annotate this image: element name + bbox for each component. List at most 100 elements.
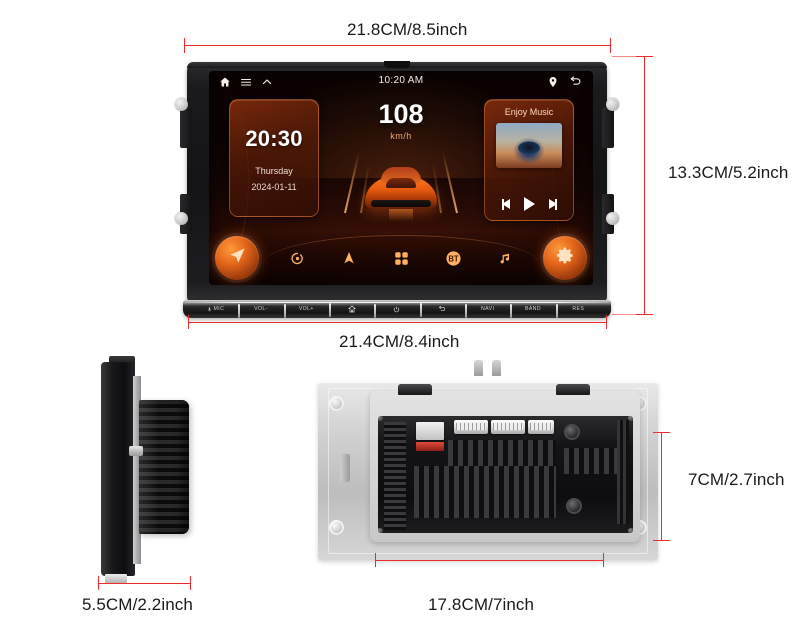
chassis-screw <box>378 416 383 421</box>
speed-value: 108 <box>378 99 424 129</box>
music-widget[interactable]: Enjoy Music <box>484 99 574 221</box>
rear-chassis <box>370 384 640 542</box>
settings-knob-button[interactable] <box>543 236 587 280</box>
music-note-icon[interactable] <box>495 248 515 268</box>
power-radio-icon[interactable] <box>287 248 307 268</box>
physical-button-mic[interactable]: MIC <box>193 306 238 312</box>
car-front-grille <box>370 200 432 207</box>
physical-button-band[interactable]: BAND <box>510 304 555 318</box>
dimension-label-rear-height: 7CM/2.7inch <box>688 470 785 489</box>
music-widget-title: Enjoy Music <box>504 107 554 117</box>
location-pin-icon[interactable] <box>547 75 559 93</box>
physical-button-vol-up[interactable]: VOL+ <box>283 304 329 318</box>
physical-button-vol-down[interactable]: VOL- <box>238 304 283 318</box>
dimension-tick <box>606 315 607 329</box>
dimension-tick <box>610 38 611 53</box>
dimension-tick <box>653 432 670 433</box>
navigation-arrow-icon <box>228 246 247 270</box>
dimension-label-rear-width: 17.8CM/7inch <box>428 595 535 614</box>
navigation-triangle-icon[interactable] <box>339 248 359 268</box>
previous-track-icon[interactable] <box>501 198 514 210</box>
touchscreen-display[interactable]: 10:20 AM 20:30 Thursday 2024-01-11 <box>209 71 593 285</box>
dimension-line-side-depth <box>98 583 190 584</box>
dimension-label-front-height: 13.3CM/5.2inch <box>668 163 789 182</box>
rca-jack <box>564 424 580 440</box>
antenna-clip <box>556 384 590 395</box>
speed-widget: 108 km/h <box>378 99 424 142</box>
navigation-knob-button[interactable] <box>215 236 259 280</box>
dimension-leader <box>612 56 640 57</box>
settings-gear-icon <box>556 246 575 270</box>
physical-button-strip: MIC VOL- VOL+ NAVI <box>183 300 611 318</box>
side-bottom-tab <box>105 574 127 583</box>
physical-button-res[interactable]: RES <box>555 304 601 318</box>
light-beam <box>442 152 458 214</box>
back-arrow-icon[interactable] <box>569 75 582 93</box>
mounting-screw <box>175 212 188 225</box>
light-beam <box>344 152 360 214</box>
clock-widget-date: 2024-01-11 <box>251 182 297 192</box>
heatsink-fins-left <box>384 422 406 530</box>
button-label: BAND <box>524 306 541 312</box>
dimension-tick <box>190 576 191 590</box>
rear-top-post <box>492 360 501 376</box>
svg-text:BT: BT <box>448 254 459 263</box>
physical-button-power[interactable] <box>374 303 419 318</box>
dimension-line-rear-width <box>375 560 603 561</box>
head-unit-front-view: 10:20 AM 20:30 Thursday 2024-01-11 <box>175 61 619 320</box>
head-unit-side-view <box>95 356 205 583</box>
red-connector <box>416 442 444 451</box>
bracket-side-ear <box>340 454 350 482</box>
physical-button-row: MIC VOL- VOL+ NAVI <box>193 303 601 318</box>
mounting-tab-left-top <box>180 108 192 148</box>
dimension-leader <box>612 314 640 315</box>
dimension-tick <box>375 553 376 567</box>
vent-grid <box>564 448 620 474</box>
next-track-icon[interactable] <box>545 198 557 210</box>
dimension-line-rear-height <box>661 432 662 540</box>
dimension-tick <box>188 315 189 329</box>
harness-connector <box>491 420 525 434</box>
harness-connector <box>454 420 488 434</box>
dimension-tick <box>636 56 653 57</box>
dimension-line-front-width-bottom <box>188 322 606 323</box>
clock-widget[interactable]: 20:30 Thursday 2024-01-11 <box>229 99 319 217</box>
physical-button-navi[interactable]: NAVI <box>464 304 510 318</box>
bezel-notch <box>384 61 410 69</box>
mounting-tab-right-top <box>602 108 614 148</box>
clock-widget-time: 20:30 <box>245 126 303 151</box>
dock-arc-decoration <box>262 235 540 264</box>
mounting-screw <box>606 98 619 111</box>
bluetooth-badge-icon[interactable]: BT <box>443 248 463 268</box>
physical-button-home[interactable] <box>328 303 374 317</box>
side-top-tab <box>109 356 135 366</box>
side-heatsink-fins <box>139 400 189 534</box>
rca-jack <box>566 498 582 514</box>
dimension-label-front-width-top: 21.8CM/8.5inch <box>347 20 468 39</box>
rear-connector-panel <box>378 416 633 533</box>
music-controls <box>485 197 573 211</box>
bracket-hole <box>329 396 344 411</box>
dimension-tick <box>98 576 99 590</box>
button-label: MIC <box>213 306 225 312</box>
harness-connector <box>528 420 554 434</box>
dimension-line-front-height <box>644 56 645 314</box>
physical-button-back[interactable] <box>419 303 465 317</box>
dimension-tick <box>603 553 604 567</box>
dip-switch-block <box>416 422 444 440</box>
play-icon[interactable] <box>523 197 535 211</box>
chassis-screw <box>628 528 633 533</box>
dimension-tick <box>184 38 185 53</box>
home-icon[interactable] <box>219 75 231 93</box>
dock-icon-row: BT <box>271 243 531 273</box>
side-mounting-lug <box>129 446 143 456</box>
chevron-up-icon[interactable] <box>261 75 273 93</box>
dimension-label-side-depth: 5.5CM/2.2inch <box>82 595 193 614</box>
side-mounting-plate <box>133 376 141 564</box>
status-bar: 10:20 AM <box>209 71 593 93</box>
menu-icon[interactable] <box>240 75 252 93</box>
apps-grid-icon[interactable] <box>391 248 411 268</box>
rear-top-post <box>474 360 483 376</box>
button-label: RES <box>572 306 585 312</box>
